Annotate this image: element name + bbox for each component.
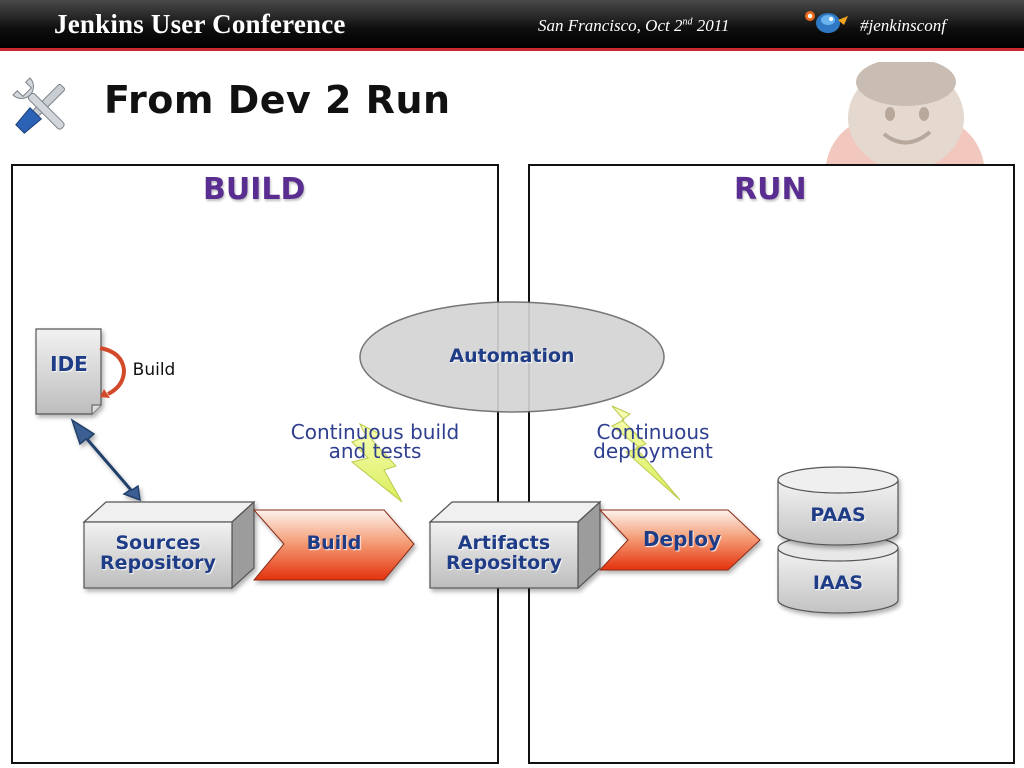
- automation-label: Automation: [449, 345, 575, 367]
- deploy-step-label: Deploy: [642, 527, 722, 551]
- ci-lightning-bolt: [350, 422, 403, 503]
- deploy-chevron-arrow: [598, 509, 761, 571]
- automation-ellipse: [359, 301, 665, 413]
- conference-place-date: San Francisco, Oct 2nd 2011: [538, 16, 729, 36]
- build-step-label: Build: [306, 532, 362, 554]
- header-accent-line: [0, 48, 1024, 51]
- run-section-heading: RUN: [734, 172, 807, 207]
- run-panel: [528, 164, 1015, 764]
- tools-icon: [12, 77, 66, 134]
- cd-line2: deployment: [593, 439, 713, 463]
- cd-line1: Continuous: [596, 420, 710, 444]
- sources-line2: Repository: [100, 552, 216, 574]
- sources-line1: Sources: [115, 532, 201, 554]
- place-text: San Francisco, Oct 2: [538, 16, 683, 35]
- ide-sources-double-arrow: [70, 418, 141, 502]
- conference-logo-icon: [805, 11, 848, 33]
- jenkins-mascot-icon: [826, 62, 984, 164]
- sources-repository-box: [82, 500, 256, 590]
- place-sup: nd: [682, 16, 693, 28]
- build-panel: [11, 164, 499, 764]
- ide-label: IDE: [50, 352, 88, 376]
- conference-hashtag: #jenkinsconf: [860, 16, 946, 35]
- conference-header-bar: [0, 0, 1024, 48]
- build-chevron-arrow: [252, 509, 415, 581]
- slide-title: From Dev 2 Run: [104, 78, 451, 122]
- ci-line2: and tests: [328, 439, 422, 463]
- ide-loop-label: Build: [132, 360, 176, 380]
- artifacts-line1: Artifacts: [457, 532, 551, 554]
- artifacts-repository-box: [428, 500, 602, 590]
- artifacts-line2: Repository: [446, 552, 562, 574]
- build-section-heading: BUILD: [203, 172, 306, 207]
- year-text: 2011: [696, 16, 730, 35]
- paas-cylinder: [777, 466, 899, 546]
- ide-build-loop-arrow: [99, 346, 127, 396]
- paas-label: PAAS: [810, 504, 866, 526]
- ide-document-icon: [35, 328, 102, 415]
- cd-lightning-bolt: [611, 405, 681, 501]
- ci-line1: Continuous build: [290, 420, 460, 444]
- iaas-label: IAAS: [812, 572, 864, 594]
- conference-title: Jenkins User Conference: [54, 9, 346, 39]
